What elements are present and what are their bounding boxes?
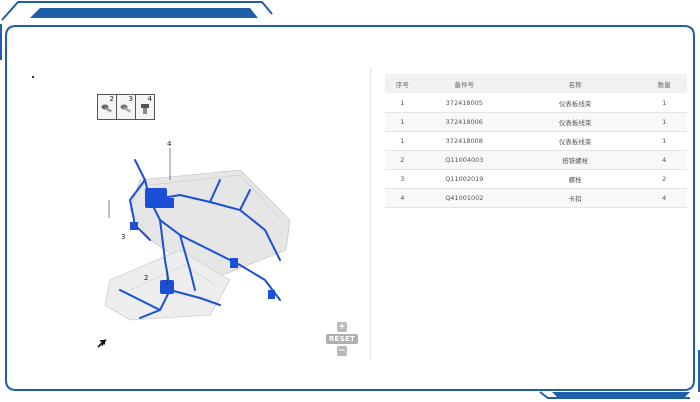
- pan-arrow-icon[interactable]: [97, 338, 107, 348]
- cell-qty: 4: [641, 188, 687, 208]
- header-qty: 数量: [641, 74, 687, 94]
- divider: [370, 68, 371, 360]
- cell-qty: 4: [641, 150, 687, 170]
- table-row[interactable]: 2 Q11004003 搭铁螺栓 4: [385, 150, 687, 170]
- table-row[interactable]: 4 Q41001002 卡扣 4: [385, 188, 687, 208]
- zoom-out-button[interactable]: −: [337, 346, 347, 356]
- cell-part-number: 372418006: [419, 112, 509, 132]
- content-area: 2 3 4: [20, 40, 687, 385]
- cell-name: 螺栓: [508, 169, 642, 189]
- cell-seq: 1: [385, 93, 420, 113]
- cell-seq: 4: [385, 188, 420, 208]
- callout-4: 4: [167, 140, 172, 148]
- cell-seq: 1: [385, 112, 420, 132]
- parts-diagram[interactable]: 2 3 4: [20, 40, 370, 385]
- cell-part-number: Q41001002: [419, 188, 509, 208]
- zoom-controls: + RESET −: [325, 322, 359, 356]
- cell-seq: 1: [385, 131, 420, 151]
- header-seq: 序号: [385, 74, 420, 94]
- header-name: 名称: [508, 74, 642, 94]
- cell-name: 仪表板线束: [508, 93, 642, 113]
- cell-part-number: Q11004003: [419, 150, 509, 170]
- thumbnail-number: 2: [109, 95, 114, 103]
- thumbnail-number: 4: [147, 95, 152, 103]
- thumbnail-part-2[interactable]: 2: [97, 94, 117, 120]
- zoom-in-button[interactable]: +: [337, 322, 347, 332]
- cell-name: 卡扣: [508, 188, 642, 208]
- part-thumbnails: 2 3 4: [97, 94, 155, 120]
- cell-qty: 1: [641, 93, 687, 113]
- cell-name: 搭铁螺栓: [508, 150, 642, 170]
- cell-part-number: 372418005: [419, 93, 509, 113]
- cell-seq: 2: [385, 150, 420, 170]
- table-header-row: 序号 备件号 名称 数量: [385, 74, 687, 94]
- cell-part-number: 372418008: [419, 131, 509, 151]
- cell-qty: 1: [641, 131, 687, 151]
- cell-qty: 1: [641, 112, 687, 132]
- header-part-number: 备件号: [419, 74, 509, 94]
- parts-table: 序号 备件号 名称 数量 1 372418005 仪表板线束 1 1 37241…: [385, 74, 687, 208]
- reset-button[interactable]: RESET: [325, 334, 359, 344]
- thumbnail-part-4[interactable]: 4: [135, 94, 155, 120]
- thumbnail-part-3[interactable]: 3: [116, 94, 136, 120]
- table-row[interactable]: 1 372418008 仪表板线束 1: [385, 131, 687, 151]
- cell-name: 仪表板线束: [508, 112, 642, 132]
- thumbnail-number: 3: [128, 95, 133, 103]
- cell-name: 仪表板线束: [508, 131, 642, 151]
- table-row[interactable]: 1 372418005 仪表板线束 1: [385, 93, 687, 113]
- table-row[interactable]: 3 Q11002019 螺栓 2: [385, 169, 687, 189]
- bolt-icon: [120, 104, 132, 113]
- clip-icon: [141, 104, 149, 114]
- table-row[interactable]: 1 372418006 仪表板线束 1: [385, 112, 687, 132]
- screw-icon: [101, 104, 113, 113]
- callout-2: 2: [144, 274, 149, 282]
- wiring-harness-illustration: [104, 148, 291, 321]
- cell-qty: 2: [641, 169, 687, 189]
- cell-seq: 3: [385, 169, 420, 189]
- callout-3: 3: [121, 233, 126, 241]
- marker-dot: [32, 76, 34, 78]
- cell-part-number: Q11002019: [419, 169, 509, 189]
